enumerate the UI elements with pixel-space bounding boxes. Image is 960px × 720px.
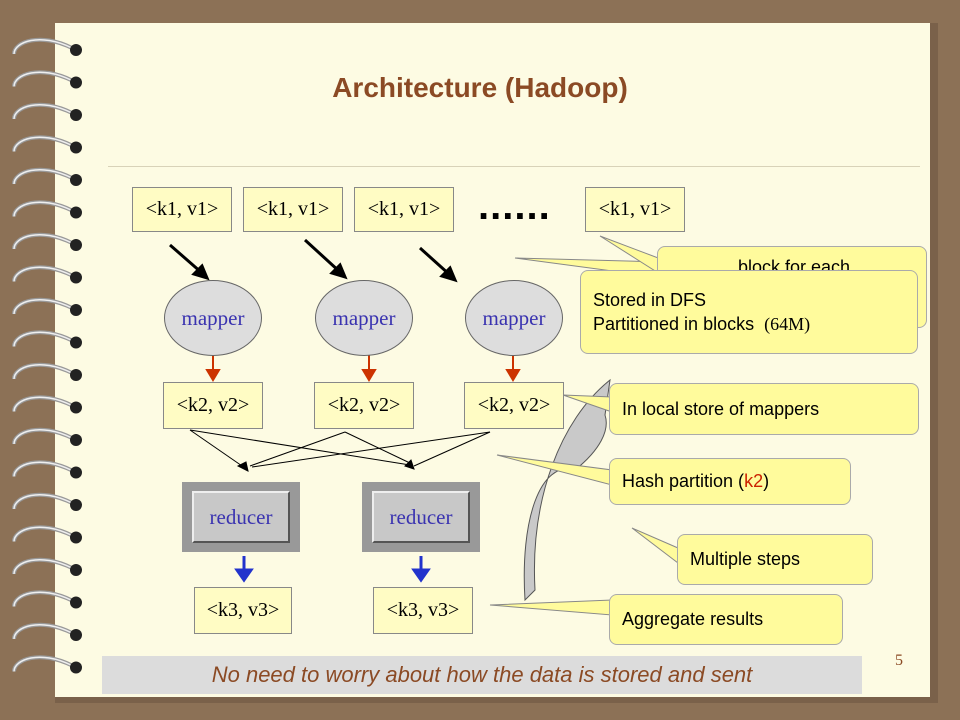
input-pair-4: <k1, v1> <box>585 187 685 232</box>
slide-page <box>55 23 935 698</box>
input-arrows <box>169 238 458 283</box>
binding-ring <box>12 655 82 674</box>
intermediate-pair-1: <k2, v2> <box>163 382 263 429</box>
binding-ring <box>12 70 82 89</box>
shuffle-arrows <box>189 429 491 472</box>
title-divider <box>108 166 920 167</box>
callout-hash-prefix: Hash partition ( <box>622 471 745 491</box>
callout-pointer-aggregate <box>489 599 613 616</box>
binding-ring <box>12 232 82 251</box>
binding-ring <box>12 200 82 219</box>
callout-dfs-line2-text: Partitioned in blocks <box>593 314 755 334</box>
callout-dfs-size: (64M) <box>764 314 811 334</box>
intermediate-pair-2: <k2, v2> <box>314 382 414 429</box>
binding-ring <box>12 330 82 349</box>
binding-ring <box>12 395 82 414</box>
callout-dfs-line1: Stored in DFS <box>593 290 707 310</box>
binding-ring <box>12 265 82 284</box>
binding-ring <box>12 557 82 576</box>
callout-dfs-line2: Partitioned in blocks (64M) <box>593 312 810 336</box>
binding-ring <box>12 297 82 316</box>
binding-ring <box>12 135 82 154</box>
intermediate-pair-3: <k2, v2> <box>464 382 564 429</box>
reducer-node-1: reducer <box>182 482 300 552</box>
page-shadow-right <box>930 23 938 698</box>
binding-ring <box>12 525 82 544</box>
reducer-label-2: reducer <box>372 491 470 543</box>
binding-ring <box>12 590 82 609</box>
binding-ring <box>12 460 82 479</box>
callout-local-store: In local store of mappers <box>609 383 919 435</box>
binding-ring <box>12 102 82 121</box>
mapper-node-3: mapper <box>465 280 563 356</box>
binding-ring <box>12 427 82 446</box>
page-number: 5 <box>895 652 903 669</box>
callout-multiple-steps: Multiple steps <box>677 534 873 585</box>
callout-hash-suffix: ) <box>763 471 770 491</box>
output-pair-2: <k3, v3> <box>373 587 473 634</box>
binding-ring <box>12 622 82 641</box>
page-shadow-bottom <box>55 697 938 703</box>
callout-pointer-steps <box>631 527 679 565</box>
steps-curve-band <box>523 378 611 602</box>
reducer-output-arrows <box>234 556 431 583</box>
reducer-label-1: reducer <box>192 491 290 543</box>
reducer-node-2: reducer <box>362 482 480 552</box>
binding-ring <box>12 362 82 381</box>
binding-ring <box>12 37 82 56</box>
mapper-node-2: mapper <box>315 280 413 356</box>
ellipsis: ...... <box>478 184 551 228</box>
binding-ring <box>12 167 82 186</box>
mapper-node-1: mapper <box>164 280 262 356</box>
input-pair-3: <k1, v1> <box>354 187 454 232</box>
slide-title: Architecture (Hadoop) <box>332 72 628 103</box>
footer-note: No need to worry about how the data is s… <box>102 656 862 694</box>
input-pair-1: <k1, v1> <box>132 187 232 232</box>
spiral-rings <box>12 37 82 674</box>
mapper-output-arrows <box>205 353 521 382</box>
callout-aggregate: Aggregate results <box>609 594 843 645</box>
input-pair-2: <k1, v1> <box>243 187 343 232</box>
output-pair-1: <k3, v3> <box>194 587 292 634</box>
binding-ring <box>12 492 82 511</box>
callout-hash-partition: Hash partition (k2) <box>609 458 851 505</box>
callout-hash-key: k2 <box>744 471 764 491</box>
callout-dfs: Stored in DFS Partitioned in blocks (64M… <box>580 270 918 354</box>
